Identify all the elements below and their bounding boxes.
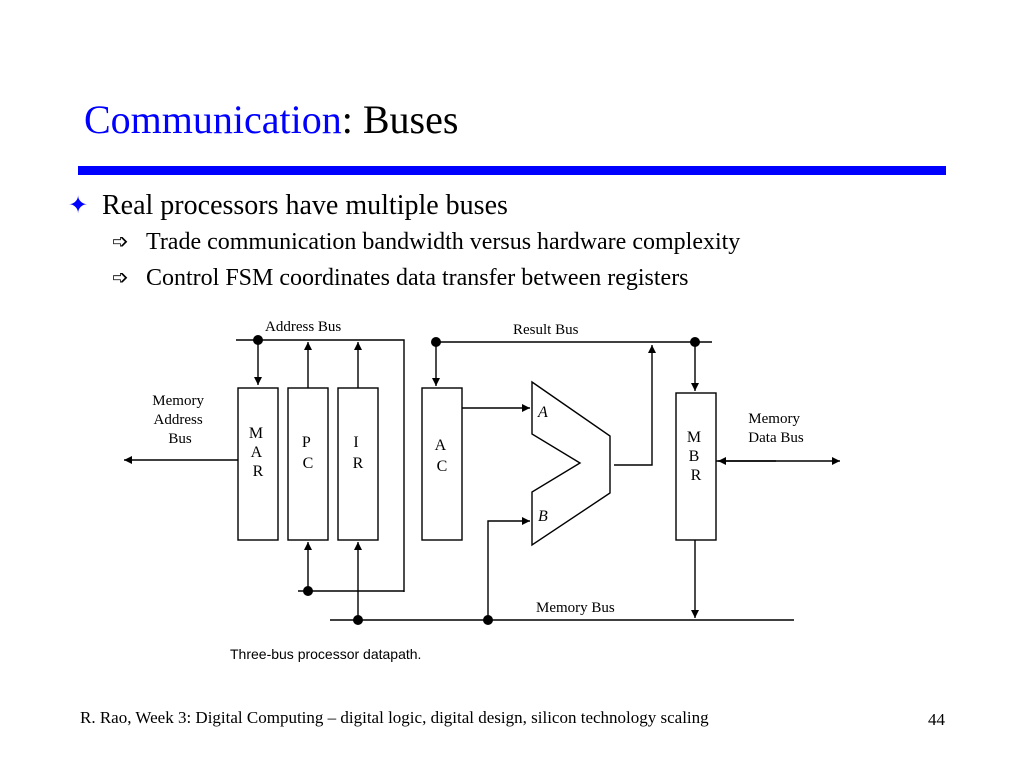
alu-input-a-label: A — [537, 404, 548, 421]
memory-address-bus-label: Memory Address Bus — [152, 393, 207, 447]
pc-register — [287, 387, 329, 541]
address-bus-label: Address Bus — [265, 319, 341, 335]
alu-input-b-label: B — [538, 508, 548, 525]
ac-register — [421, 387, 463, 541]
mbr-label: M B R — [687, 429, 705, 484]
mar-register — [237, 387, 279, 541]
bus-junction-dot — [431, 337, 441, 347]
bus-junction-dot — [253, 335, 263, 345]
title-divider — [78, 166, 946, 175]
page-number: 44 — [928, 710, 945, 729]
slide-title: Communication: Buses — [84, 96, 458, 144]
bus-junction-dot — [483, 615, 493, 625]
diagram-caption: Three-bus processor datapath. — [230, 646, 421, 662]
bus-junction-dot — [303, 586, 313, 596]
bullet-text: Real processors have multiple buses — [102, 190, 508, 221]
bus-junction-dot — [353, 615, 363, 625]
pc-label: P C — [302, 434, 314, 472]
footer-text: R. Rao, Week 3: Digital Computing – digi… — [80, 708, 709, 727]
result-bus-label: Result Bus — [513, 322, 579, 338]
address-bus-line — [236, 339, 405, 592]
mar-label: M A R — [249, 425, 267, 480]
bus-junction-dot — [690, 337, 700, 347]
ir-label: I R — [353, 434, 364, 472]
alu-output-line — [614, 345, 656, 466]
memory-bus-label: Memory Bus — [536, 600, 615, 616]
mbr-register — [675, 392, 717, 541]
arrow-icon: ➩ — [112, 267, 129, 289]
memory-bus-to-alu-arrow — [487, 517, 530, 620]
ac-label: A C — [435, 437, 450, 475]
sub-bullet-text: Trade communication bandwidth versus har… — [146, 229, 741, 255]
ir-register — [337, 387, 379, 541]
title-rest: : Buses — [341, 97, 459, 142]
memory-data-bus-label: Memory Data Bus — [748, 411, 804, 446]
arrow-icon: ➩ — [112, 231, 129, 253]
sub-bullet-text: Control FSM coordinates data transfer be… — [146, 265, 689, 291]
alu-shape — [531, 380, 611, 547]
title-highlight: Communication — [84, 97, 342, 142]
four-point-star-icon: ✦ — [68, 193, 89, 219]
